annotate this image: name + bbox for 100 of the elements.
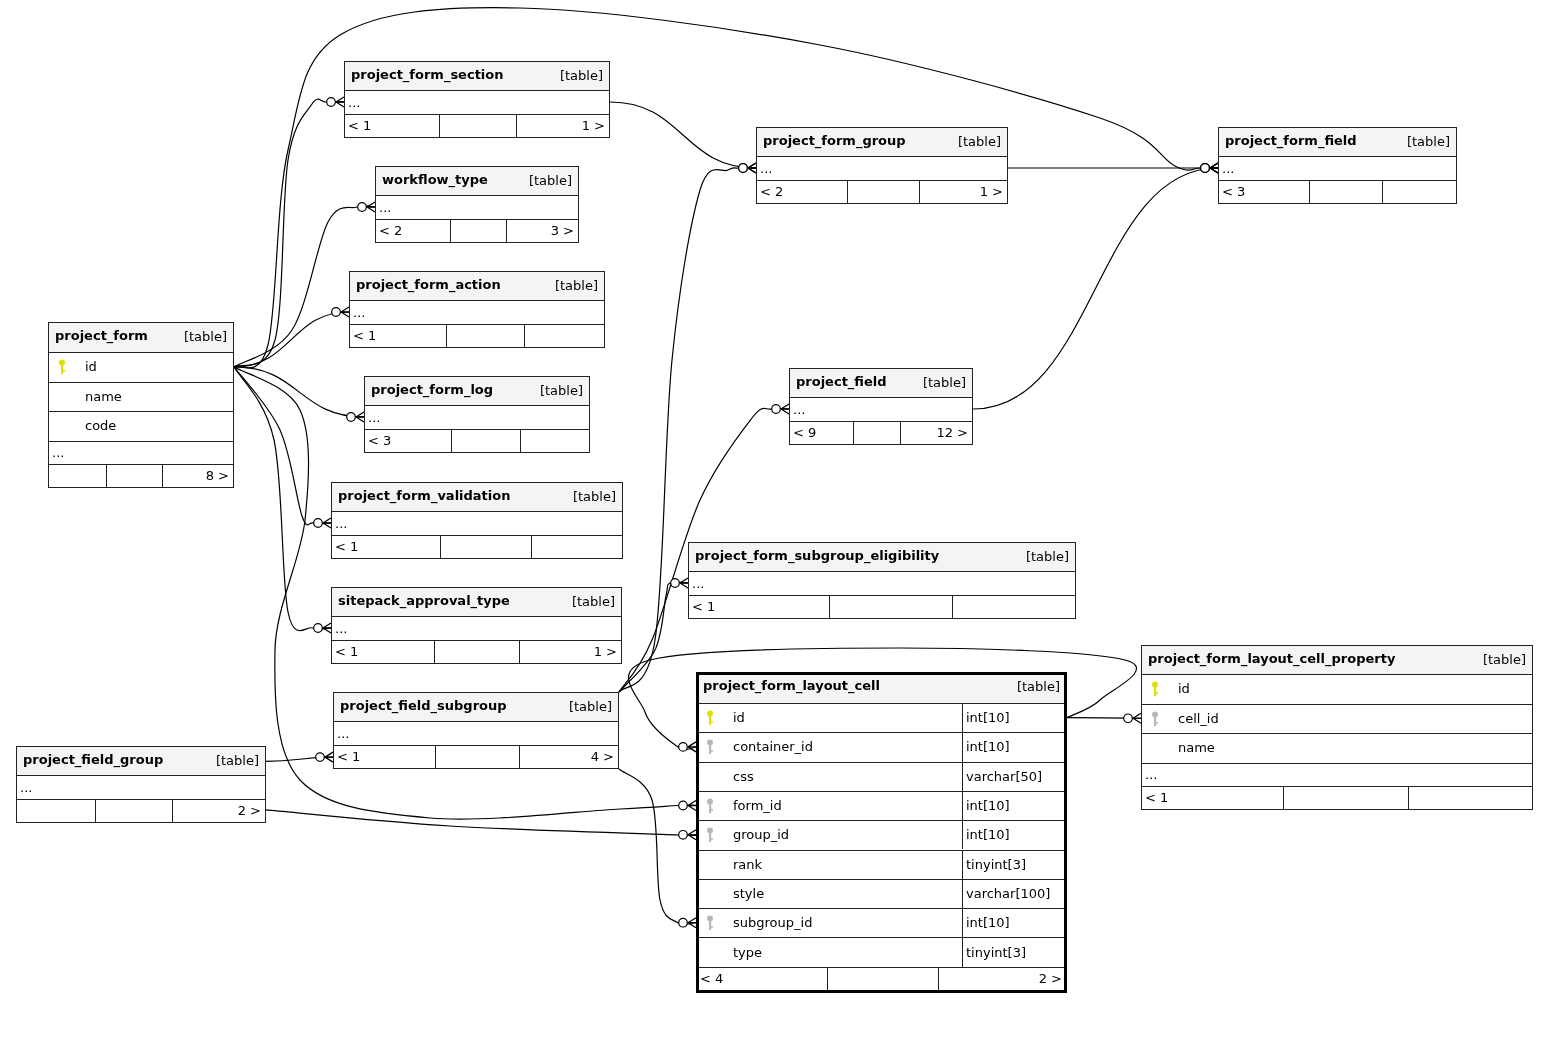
table-name: project_field_subgroup [340,698,507,713]
table-name: sitepack_approval_type [338,593,510,608]
relation-count: 4 > [590,749,614,764]
relationship-line [618,403,790,693]
relationship-line [233,366,332,529]
table-name: project_form_validation [338,488,511,503]
footer-cell [531,535,623,559]
column-type: int[10] [966,827,1010,843]
footer-cell [516,114,610,138]
table-name: project_form_field [1225,133,1357,148]
column-name: id [1178,681,1190,697]
column-name: code [85,418,117,434]
footer-cell [95,799,172,823]
relation-count: 12 > [936,425,968,440]
relation-count: < 4 [700,970,724,986]
footer-cell [434,640,519,664]
footer-cell [162,463,234,488]
relation-count: < 2 [760,184,784,199]
column-name: container_id [733,739,813,755]
more-columns-text: ... [52,444,65,460]
relation-count: < 1 [337,749,361,764]
more-columns-text: ... [368,409,381,425]
footer-cell [172,799,266,823]
entity-table [48,322,234,488]
footer-cell [853,421,900,445]
entity-table [375,166,579,243]
footer-cell [106,463,162,488]
relationship-line [265,751,334,763]
relationship-line [233,366,332,634]
footer-cell [1309,180,1382,204]
footer-cell [450,219,506,243]
table-type-label: [table] [568,699,612,714]
footer-cell [519,640,622,664]
table-type-label: [table] [572,489,616,504]
table-type-label: [table] [559,68,603,83]
footer-cell [519,745,619,769]
table-row [696,790,1067,821]
table-row [696,908,1067,938]
table-row [696,878,1067,909]
column-name: id [733,710,745,726]
table-type-label: [table] [957,134,1001,149]
relation-count: < 1 [335,539,359,554]
footer-cell [435,745,519,769]
relationship-line [1066,712,1142,724]
table-type-label: [table] [1016,679,1060,694]
column-name: rank [733,856,763,872]
more-columns-text: ... [335,620,348,636]
more-columns-text: ... [337,725,350,741]
relation-count: < 3 [1222,184,1246,199]
column-name: style [733,885,765,901]
relation-count: 3 > [550,223,574,238]
entity-table [696,672,1067,993]
relation-count: 1 > [979,184,1003,199]
entity-table [333,692,619,769]
table-row [696,703,1067,733]
footer-cell [439,114,516,138]
footer-cell [1408,786,1533,810]
relation-count: 2 > [1038,970,1062,986]
relationship-line [233,201,376,368]
table-type-label: [table] [215,753,259,768]
relation-count: 8 > [205,467,229,483]
relationship-line [618,768,698,929]
relationship-line [972,162,1220,410]
entity-table [364,376,590,453]
relationship-line [233,366,365,423]
footer-cell [847,180,919,204]
relationship-line [233,366,697,820]
footer-cell [440,535,531,559]
table-type-label: [table] [183,329,227,344]
table-row [696,849,1067,879]
footer-cell [520,429,590,453]
table-row [696,732,1067,762]
entity-table [1141,645,1533,810]
table-name: project_form [55,328,148,343]
table-row [696,820,1067,850]
table-type-label: [table] [1025,549,1069,564]
more-columns-text: ... [348,94,361,110]
table-name: project_field_group [23,752,164,767]
entity-table [789,368,973,445]
table-name: project_form_group [763,133,906,148]
column-name: css [733,768,754,784]
column-type: int[10] [966,739,1010,755]
more-columns-text: ... [335,515,348,531]
relation-count: < 1 [692,599,716,614]
table-name: project_form_layout_cell [703,678,881,693]
table-type-label: [table] [1406,134,1450,149]
relationship-line [628,647,1138,754]
relation-count: 1 > [581,118,605,133]
more-columns-text: ... [1145,766,1158,782]
more-columns-text: ... [379,199,392,215]
footer-cell [506,219,579,243]
column-type: int[10] [966,710,1010,726]
column-type: varchar[50] [966,768,1043,784]
entity-table [1218,127,1457,204]
footer-cell [827,966,938,993]
more-columns-text: ... [760,160,773,176]
footer-cell [451,429,520,453]
column-type: int[10] [966,798,1010,814]
column-name: group_id [733,827,790,843]
entity-table [331,587,622,664]
